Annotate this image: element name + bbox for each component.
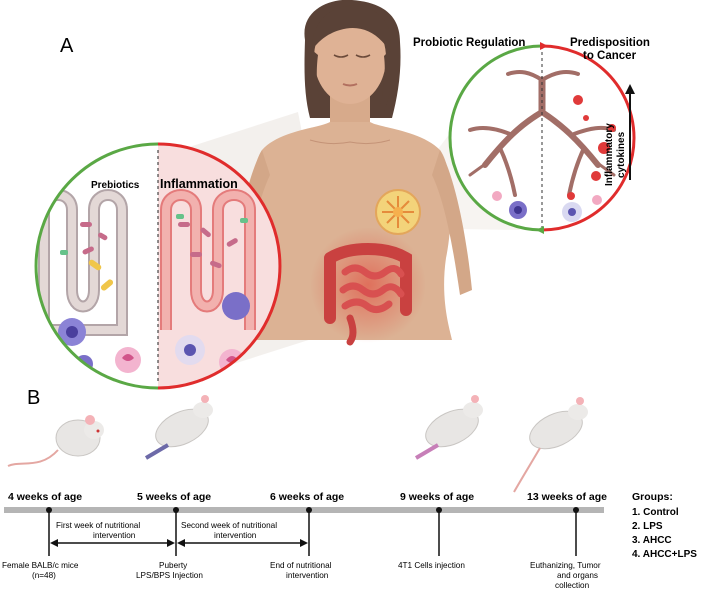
event-6-line2: intervention: [286, 571, 329, 580]
panel-a-label: A: [60, 35, 74, 57]
timepoint-dot-6: [306, 507, 312, 513]
week-label-9: 9 weeks of age: [400, 491, 474, 503]
inflammation-title: Inflammation: [160, 177, 238, 191]
timepoint-dot-9: [436, 507, 442, 513]
interval-2-label-line2: intervention: [214, 531, 257, 540]
group-item-4: 4. AHCC+LPS: [632, 549, 697, 560]
probiotic-regulation-title: Probiotic Regulation: [413, 37, 525, 49]
mouse-final-illustration: [513, 397, 588, 493]
group-item-1: 1. Control: [632, 507, 679, 518]
groups-title: Groups:: [632, 491, 673, 503]
interval-1-label-line1: First week of nutritional: [56, 521, 140, 530]
event-5-line1: Puberty: [159, 561, 188, 570]
interval-1-label-line2: intervention: [93, 531, 136, 540]
mouse-standing-illustration: [7, 415, 104, 467]
panel-b-label: B: [27, 387, 40, 409]
event-4-line2: (n=48): [32, 571, 56, 580]
cytokine-label-line1: Inflammatory: [604, 123, 615, 186]
event-9-line1: 4T1 Cells injection: [398, 561, 465, 570]
timepoint-markers: [48, 510, 577, 556]
interval-2-label-line1: Second week of nutritional: [181, 521, 277, 530]
predisposition-title-line2: to Cancer: [583, 50, 637, 62]
interval-arrow-2: [177, 539, 308, 547]
predisposition-title-line1: Predisposition: [570, 37, 650, 49]
timeline-bar: [4, 507, 604, 513]
event-13-line2: and organs: [557, 571, 598, 580]
event-13-line3: collection: [555, 581, 590, 590]
week-label-13: 13 weeks of age: [527, 491, 607, 503]
group-item-3: 3. AHCC: [632, 535, 672, 546]
event-5-line2: LPS/BPS Injection: [136, 571, 203, 580]
event-6-line1: End of nutritional: [270, 561, 332, 570]
vessel-tree-illustration: [468, 70, 616, 197]
week-label-5: 5 weeks of age: [137, 491, 211, 503]
cytokine-label-line2: cytokines: [616, 131, 627, 178]
timepoint-dot-13: [573, 507, 579, 513]
event-13-line1: Euthanizing, Tumor: [530, 561, 601, 570]
event-4-line1: Female BALB/c mice: [2, 561, 79, 570]
timepoint-dot-5: [173, 507, 179, 513]
gut-inflammation-circle: [34, 142, 282, 390]
timepoint-dot-4: [46, 507, 52, 513]
mouse-tumor-injection-illustration: [414, 395, 483, 460]
week-label-4: 4 weeks of age: [8, 491, 82, 503]
group-item-2: 2. LPS: [632, 521, 663, 532]
mouse-injection-illustration: [144, 395, 213, 460]
week-label-6: 6 weeks of age: [270, 491, 344, 503]
prebiotics-title: Prebiotics: [91, 180, 140, 191]
interval-arrow-1: [50, 539, 175, 547]
